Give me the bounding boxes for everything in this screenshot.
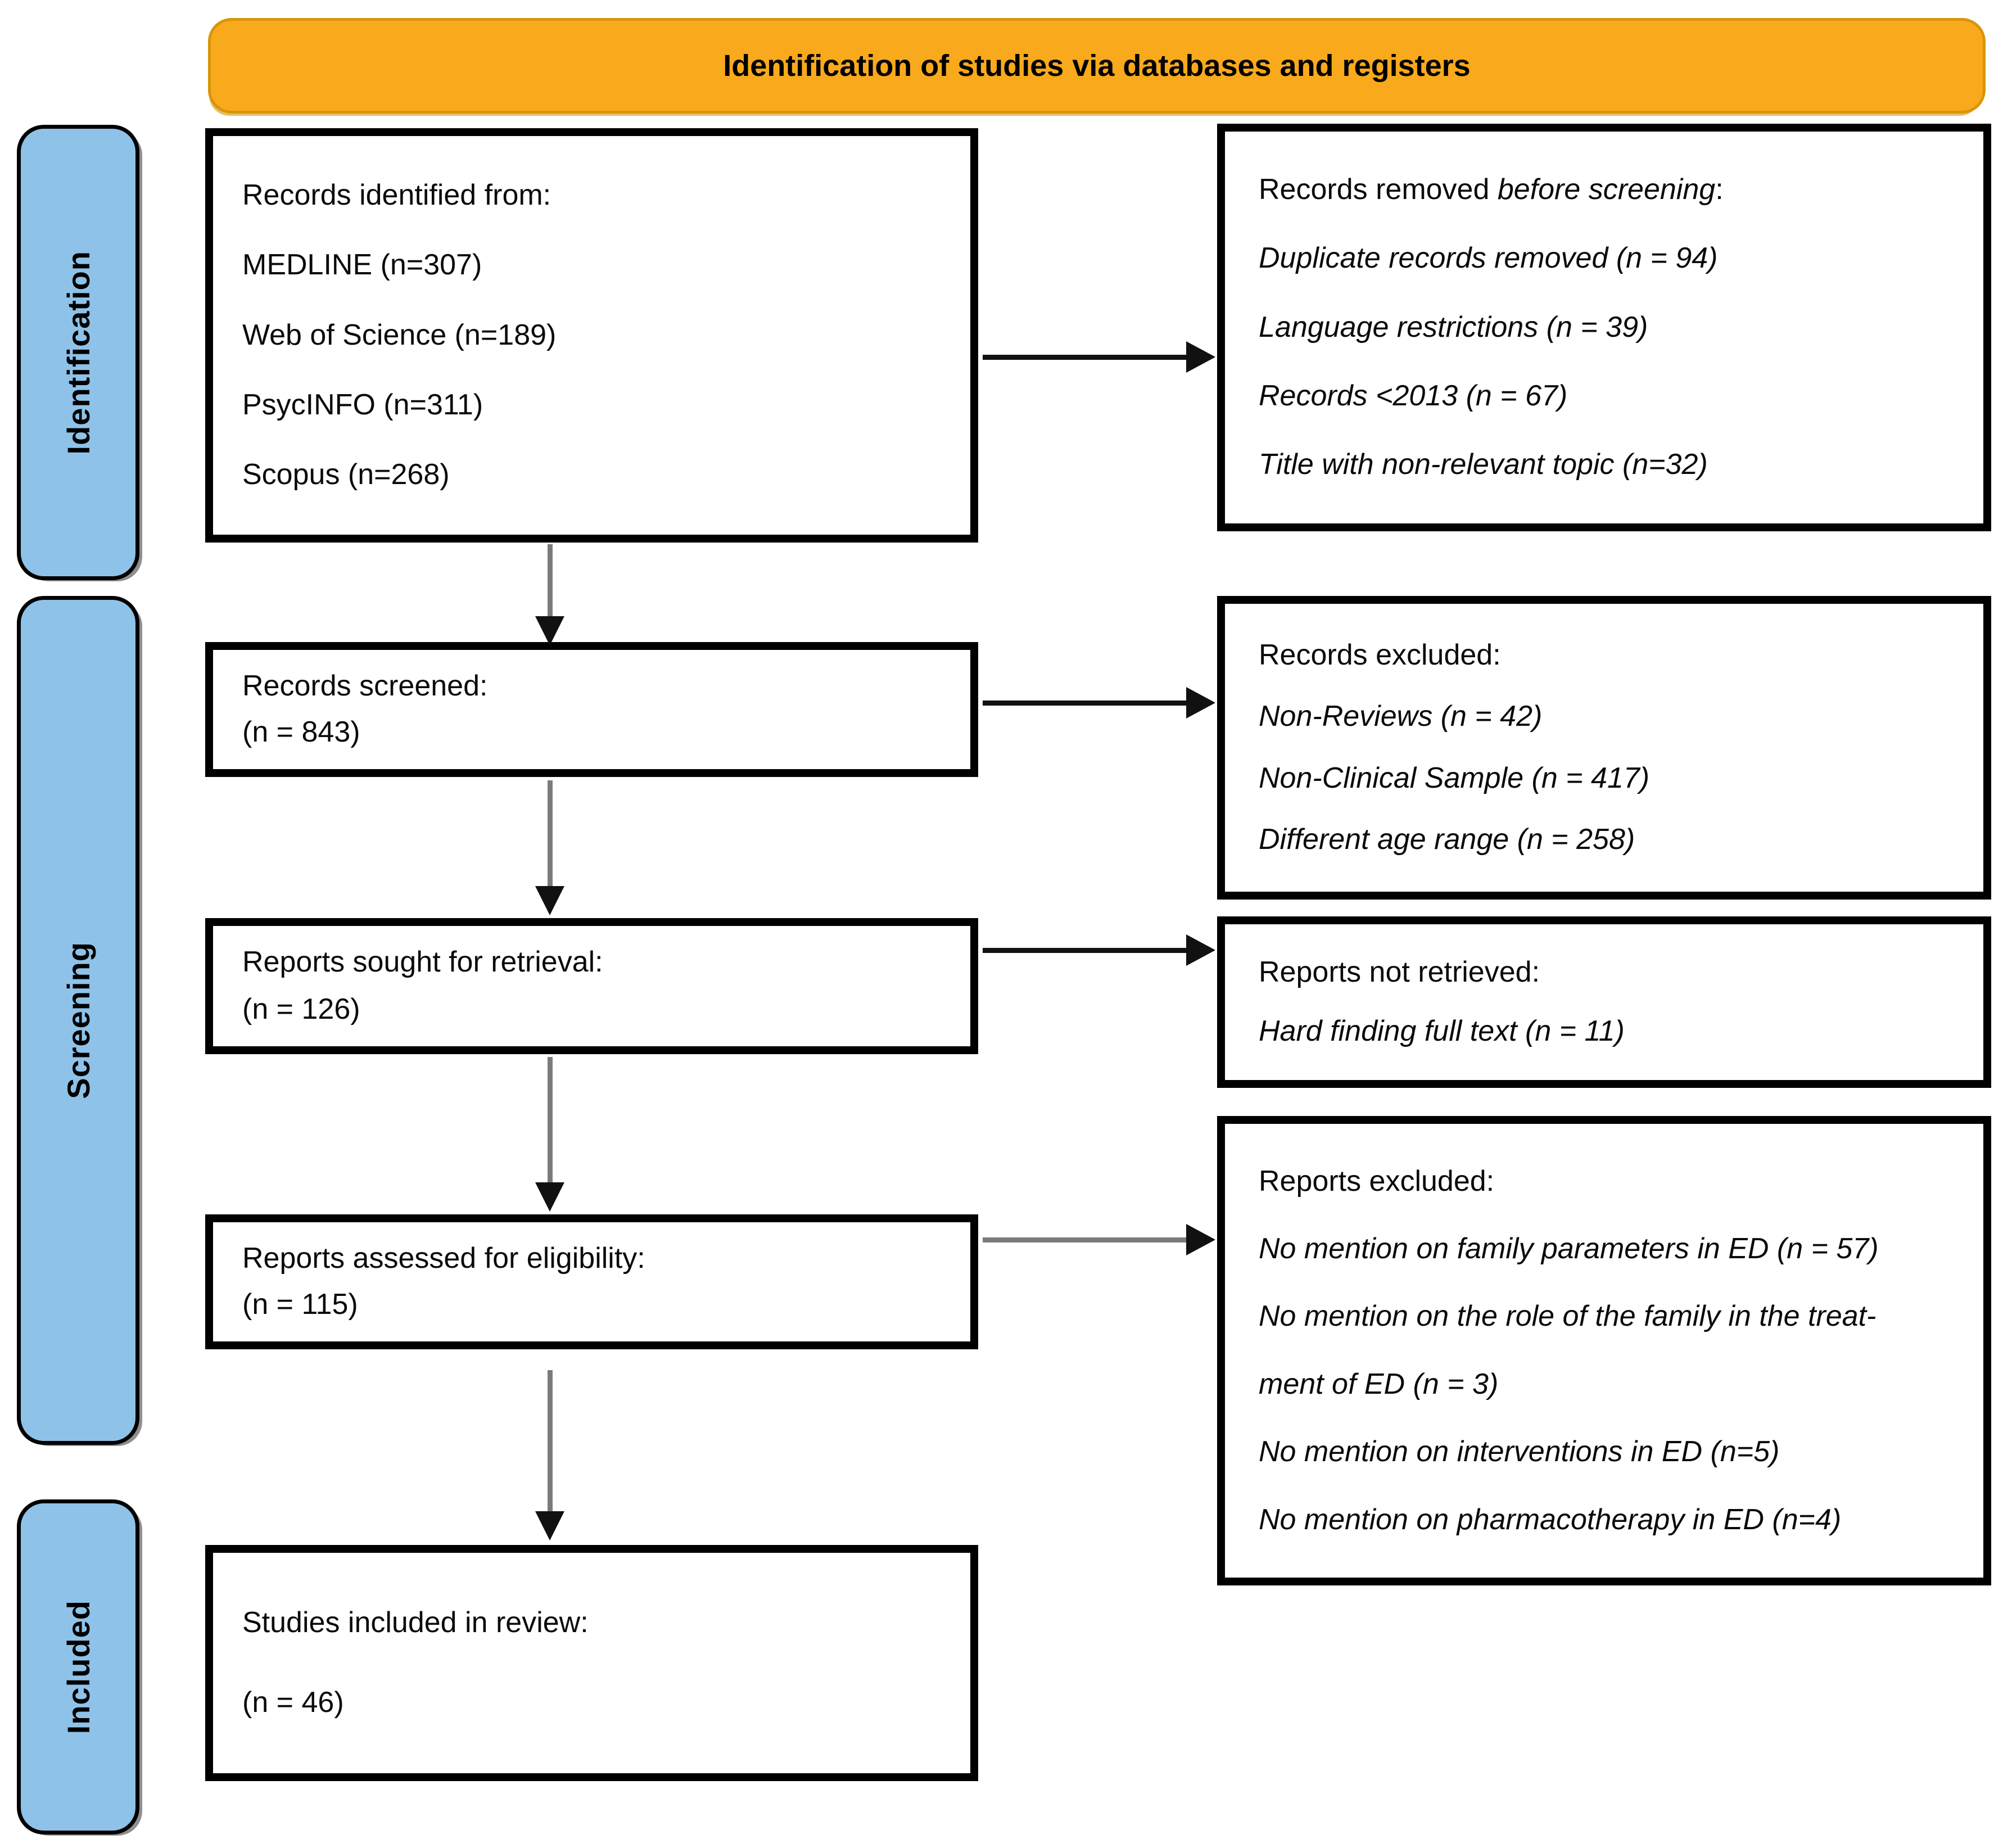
arrow-head: [535, 886, 564, 915]
arrow-line: [983, 701, 1188, 706]
side-box-item: Non-Clinical Sample (n = 417): [1259, 761, 1650, 794]
arrow-head: [1186, 341, 1215, 373]
arrow-head: [1186, 934, 1215, 966]
flow-box-reports-sought: Reports sought for retrieval: (n = 126): [205, 918, 978, 1054]
side-box-title: Reports excluded:: [1259, 1165, 1494, 1199]
flow-box-line: Reports assessed for eligibility:: [242, 1241, 645, 1275]
flow-box-line: Records identified from:: [242, 179, 551, 212]
flow-box-records-screened: Records screened: (n = 843): [205, 642, 978, 777]
side-box-title-text: Reports excluded:: [1259, 1164, 1495, 1198]
flow-box-line: (n = 126): [242, 992, 360, 1025]
banner: Identification of studies via databases …: [208, 18, 1986, 114]
flow-box-line: (n = 115): [242, 1288, 358, 1321]
side-box-title-colon: :: [1715, 173, 1724, 206]
side-box-item: No mention on family parameters in ED (n…: [1259, 1232, 1879, 1265]
stage-label: Included: [60, 1600, 96, 1734]
side-box-item: Duplicate records removed (n = 94): [1259, 242, 1718, 275]
side-box-item: No mention on interventions in ED (n=5): [1259, 1435, 1780, 1469]
arrow-line: [548, 1057, 553, 1183]
flow-box-line: Records screened:: [242, 669, 488, 702]
side-box-reports-excluded: Reports excluded: No mention on family p…: [1217, 1116, 1991, 1585]
side-box-title-italic: before screening: [1497, 173, 1716, 206]
side-box-item: Language restrictions (n = 39): [1259, 310, 1648, 344]
arrow-line: [983, 355, 1188, 360]
side-box-reports-not-retrieved: Reports not retrieved: Hard finding full…: [1217, 916, 1991, 1088]
side-box-item: No mention on pharmacotherapy in ED (n=4…: [1259, 1503, 1842, 1536]
arrow-line: [548, 544, 553, 618]
stage-screening: Screening: [17, 596, 139, 1445]
arrow-head: [535, 1182, 564, 1212]
flow-box-reports-assessed: Reports assessed for eligibility: (n = 1…: [205, 1214, 978, 1349]
arrow-line: [548, 1370, 553, 1512]
side-box-item: Title with non-relevant topic (n=32): [1259, 448, 1708, 481]
side-box-title-text: Records removed: [1259, 173, 1498, 206]
arrow-head: [1186, 1224, 1215, 1255]
arrow-head: [535, 616, 564, 645]
stage-included: Included: [17, 1499, 139, 1835]
side-box-item: ment of ED (n = 3): [1259, 1367, 1499, 1400]
side-box-item: Different age range (n = 258): [1259, 823, 1635, 856]
stage-label: Identification: [60, 250, 96, 455]
flow-box-line: Scopus (n=268): [242, 458, 450, 491]
flow-box-line: MEDLINE (n=307): [242, 248, 482, 282]
flow-box-line: PsycINFO (n=311): [242, 388, 483, 421]
side-box-title: Records excluded:: [1259, 639, 1501, 672]
arrow-line: [548, 780, 553, 887]
side-box-title-text: Records excluded:: [1259, 638, 1501, 671]
banner-title: Identification of studies via databases …: [723, 49, 1471, 83]
stage-identification: Identification: [17, 125, 139, 580]
side-box-records-removed: Records removed before screening: Duplic…: [1217, 124, 1991, 531]
flow-box-line: Studies included in review:: [242, 1606, 589, 1639]
side-box-item: Hard finding full text (n = 11): [1259, 1014, 1625, 1047]
flow-box-line: (n = 46): [242, 1686, 344, 1719]
side-box-records-excluded: Records excluded: Non-Reviews (n = 42) N…: [1217, 596, 1991, 900]
arrow-line: [983, 1237, 1188, 1242]
flow-box-line: Web of Science (n=189): [242, 318, 557, 351]
flow-box-records-identified: Records identified from: MEDLINE (n=307)…: [205, 128, 978, 543]
flow-box-studies-included: Studies included in review: (n = 46): [205, 1545, 978, 1781]
side-box-item: Non-Reviews (n = 42): [1259, 700, 1543, 733]
side-box-item: Records <2013 (n = 67): [1259, 379, 1568, 412]
side-box-title: Reports not retrieved:: [1259, 956, 1540, 989]
flow-box-line: (n = 843): [242, 716, 360, 749]
stage-label: Screening: [60, 942, 96, 1099]
arrow-line: [983, 948, 1188, 953]
arrow-head: [535, 1511, 564, 1540]
arrow-head: [1186, 687, 1215, 719]
flow-box-line: Reports sought for retrieval:: [242, 946, 603, 979]
side-box-title: Records removed before screening:: [1259, 173, 1724, 207]
side-box-title-text: Reports not retrieved:: [1259, 956, 1540, 989]
side-box-item: No mention on the role of the family in …: [1259, 1300, 1877, 1333]
